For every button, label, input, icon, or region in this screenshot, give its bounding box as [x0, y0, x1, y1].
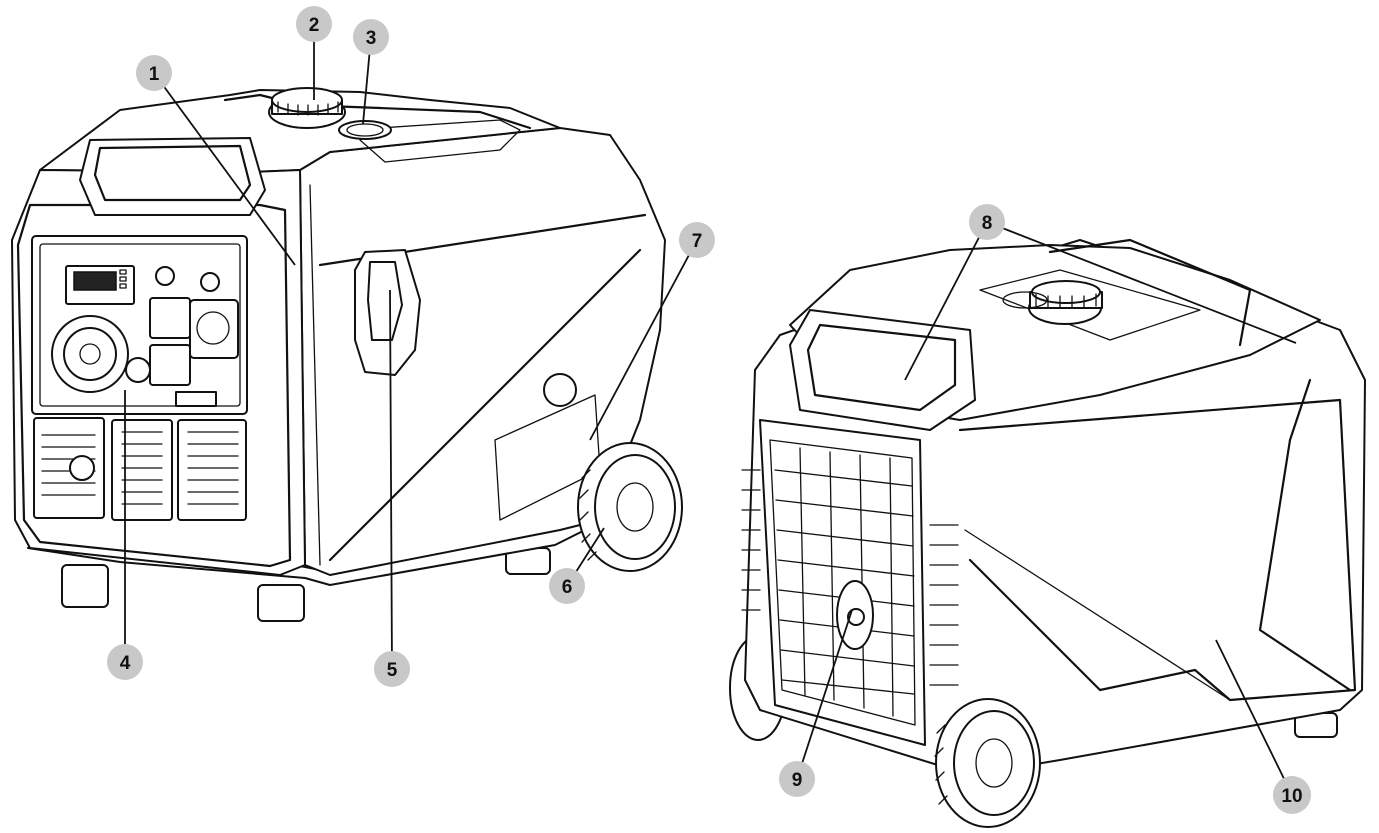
callout-8: 8 [969, 204, 1005, 240]
callout-4: 4 [107, 644, 143, 680]
generator-front-view [11, 87, 683, 622]
callout-9-bubble [779, 761, 815, 797]
callout-7-bubble [679, 222, 715, 258]
leader-8a [904, 221, 988, 381]
callout-6-number: 6 [562, 577, 573, 598]
callout-10: 10 [1273, 776, 1311, 814]
callout-8-number: 8 [982, 213, 993, 234]
callout-5-bubble [374, 651, 410, 687]
leader-7 [589, 239, 698, 441]
callout-1-number: 1 [149, 64, 160, 85]
callout-7-number: 7 [692, 231, 703, 252]
callout-1: 1 [136, 55, 172, 91]
callout-leaders [124, 24, 1297, 796]
callout-10-number: 10 [1281, 786, 1302, 807]
leader-9 [796, 609, 853, 780]
callout-9-number: 9 [792, 770, 803, 791]
callout-4-bubble [107, 644, 143, 680]
leader-8b [986, 221, 1297, 344]
callout-5: 5 [374, 651, 410, 687]
callout-2: 2 [296, 6, 332, 42]
callout-6: 6 [549, 568, 585, 604]
callout-2-number: 2 [309, 15, 320, 36]
callout-3: 3 [353, 19, 389, 55]
leader-5 [389, 289, 393, 670]
leader-10 [1215, 639, 1293, 796]
callout-1-bubble [136, 55, 172, 91]
leader-1 [153, 72, 296, 266]
callout-8-bubble [969, 204, 1005, 240]
callout-3-bubble [353, 19, 389, 55]
callout-5-number: 5 [387, 660, 398, 681]
callout-7: 7 [679, 222, 715, 258]
callout-9: 9 [779, 761, 815, 797]
generator-rear-view [729, 238, 1366, 828]
callout-10-bubble [1273, 776, 1311, 814]
callout-6-bubble [549, 568, 585, 604]
callout-2-bubble [296, 6, 332, 42]
callout-4-number: 4 [120, 653, 131, 674]
callout-3-number: 3 [366, 28, 377, 49]
